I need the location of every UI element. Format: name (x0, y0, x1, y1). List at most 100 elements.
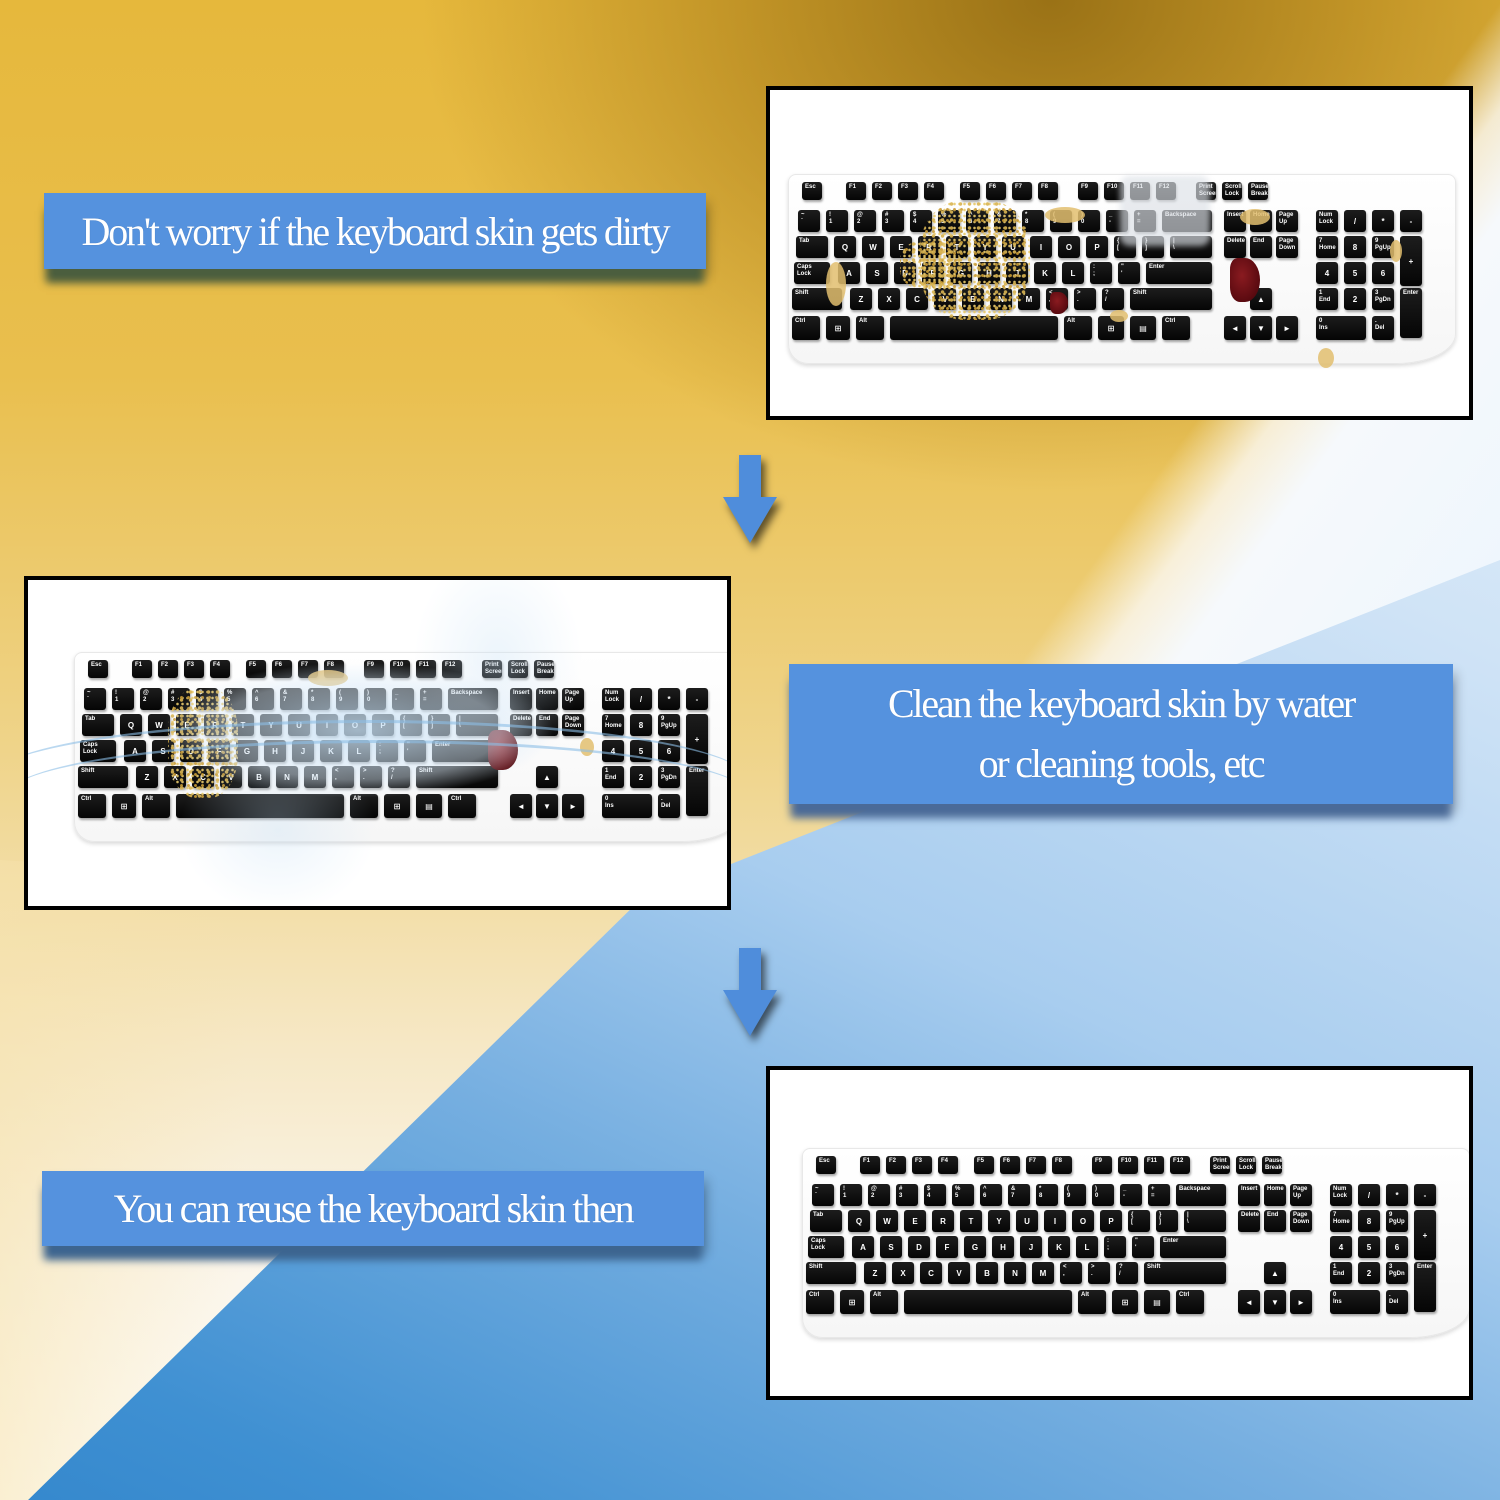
key: F10 (1104, 182, 1124, 200)
key: # 3 (896, 1184, 918, 1206)
key: 8 (630, 714, 652, 736)
key: ^ 6 (252, 688, 274, 710)
key: M (304, 766, 326, 788)
key: L (348, 740, 370, 762)
key: F9 (1078, 182, 1098, 200)
key: 6 (658, 740, 680, 762)
key: K (320, 740, 342, 762)
key: W (876, 1210, 898, 1232)
key: } ] (1142, 236, 1164, 258)
key: P (372, 714, 394, 736)
key: ( 9 (1050, 210, 1072, 232)
key: F12 (1170, 1156, 1190, 1174)
key: * (1372, 210, 1394, 232)
key: Shift (1130, 288, 1212, 310)
key: 2 (1344, 288, 1366, 310)
key: 3 PgDn (1372, 288, 1394, 310)
key: Print Screen (482, 660, 502, 678)
key: F4 (210, 660, 230, 678)
key: 6 (1372, 262, 1394, 284)
key: Tab (796, 236, 828, 258)
key: 7 Home (602, 714, 624, 736)
key: Page Down (562, 714, 584, 736)
key: O (1072, 1210, 1094, 1232)
key: L (1062, 262, 1084, 284)
key: ⊞ (384, 794, 410, 818)
key: + (1400, 236, 1422, 286)
key: B (962, 288, 984, 310)
key: { [ (400, 714, 422, 736)
key: ^ 6 (980, 1184, 1002, 1206)
key: C (920, 1262, 942, 1284)
key: ~ ` (798, 210, 820, 232)
key: W (148, 714, 170, 736)
key: L (1076, 1236, 1098, 1258)
key: H (264, 740, 286, 762)
key: 4 (1330, 1236, 1352, 1258)
key: ~ ` (812, 1184, 834, 1206)
key: / (1344, 210, 1366, 232)
key: Page Up (562, 688, 584, 710)
key: Caps Lock (794, 262, 830, 284)
key: M (1018, 288, 1040, 310)
key: 3 PgDn (1386, 1262, 1408, 1284)
key: F5 (974, 1156, 994, 1174)
key: ⊞ (840, 1290, 864, 1314)
key: & 7 (994, 210, 1016, 232)
key: $ 4 (924, 1184, 946, 1206)
key: ► (562, 794, 584, 818)
key: 9 PgUp (1386, 1210, 1408, 1232)
key: Tab (82, 714, 114, 736)
key: " ' (404, 740, 426, 762)
key: { [ (1128, 1210, 1150, 1232)
key: Esc (816, 1156, 836, 1174)
key: Z (864, 1262, 886, 1284)
key: R (918, 236, 940, 258)
key: ▼ (1250, 316, 1272, 340)
key: C (192, 766, 214, 788)
key: F12 (1156, 182, 1176, 200)
key: X (878, 288, 900, 310)
step-3-label-text: You can reuse the keyboard skin then (113, 1186, 635, 1231)
key: Alt (350, 794, 378, 818)
key: V (220, 766, 242, 788)
key: Y (988, 1210, 1010, 1232)
key: _ - (1106, 210, 1128, 232)
key: U (1002, 236, 1024, 258)
key: V (948, 1262, 970, 1284)
key: Num Lock (602, 688, 624, 710)
key: # 3 (882, 210, 904, 232)
key: Enter (1160, 1236, 1226, 1258)
key: 4 (1316, 262, 1338, 284)
key: I (1030, 236, 1052, 258)
key: N (990, 288, 1012, 310)
key: F7 (298, 660, 318, 678)
key: F11 (1144, 1156, 1164, 1174)
key: * 8 (308, 688, 330, 710)
key: F (936, 1236, 958, 1258)
key: F9 (1092, 1156, 1112, 1174)
key: ◄ (1238, 1290, 1260, 1314)
key: F11 (1130, 182, 1150, 200)
key: F3 (912, 1156, 932, 1174)
key: D (894, 262, 916, 284)
key: Esc (802, 182, 822, 200)
step-2-label: Clean the keyboard skin by water or clea… (789, 664, 1453, 804)
key: % 5 (938, 210, 960, 232)
key: ! 1 (826, 210, 848, 232)
key: Pause Break (1262, 1156, 1282, 1174)
key: # 3 (168, 688, 190, 710)
key: U (288, 714, 310, 736)
key: ~ ` (84, 688, 106, 710)
key: Insert (1238, 1184, 1260, 1206)
key: 9 PgUp (1372, 236, 1394, 258)
key: T (232, 714, 254, 736)
key: Y (974, 236, 996, 258)
key: F6 (272, 660, 292, 678)
key: Ctrl (806, 1290, 834, 1314)
key: Scroll Lock (1222, 182, 1242, 200)
key: $ 4 (196, 688, 218, 710)
key: * (1386, 1184, 1408, 1206)
key: * 8 (1022, 210, 1044, 232)
key: ◄ (510, 794, 532, 818)
